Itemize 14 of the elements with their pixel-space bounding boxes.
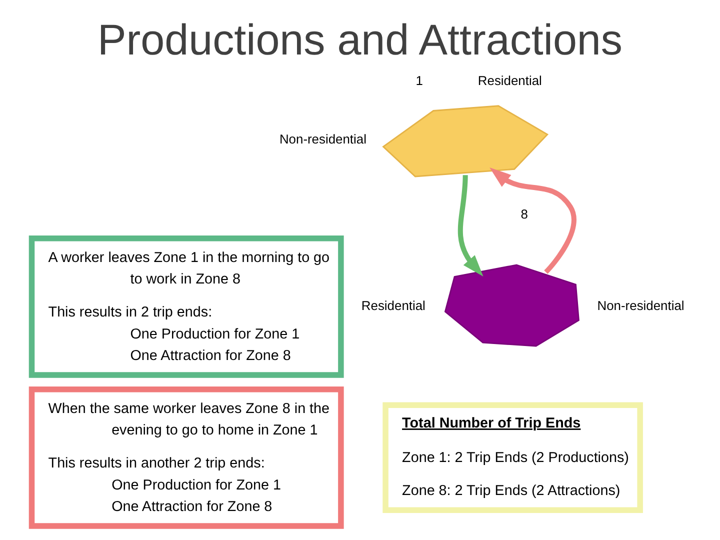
node-label: 1: [416, 72, 423, 88]
node-blob: [444, 264, 580, 347]
node-box: When the same worker leaves Zone 8 in the evening to go to home in Zone 1 This results in another 2 trip ends: One Production for Zone 1 One Attraction for Zone 8: [28, 386, 344, 529]
node-box: A worker leaves Zone 1 in the morning to go to work in Zone 8 This results in 2 trip ends: One Production for Zone 1 One Attraction for Zone 8: [28, 235, 344, 378]
node-label: Non-residential: [597, 298, 684, 313]
node-label: Non-residential: [279, 132, 366, 147]
node-label: Residential: [361, 298, 426, 313]
node-box: Total Number of Trip Ends Zone 1: 2 Trip Ends (2 Productions) Zone 8: 2 Trip Ends (2 Attractions): [382, 402, 643, 514]
arrow: [458, 175, 484, 276]
node-blob: [382, 105, 549, 178]
node-label: 8: [520, 206, 528, 222]
arrow: [490, 167, 576, 274]
diagram-title: Productions and Attractions: [98, 16, 622, 64]
node-label: Residential: [478, 72, 542, 88]
